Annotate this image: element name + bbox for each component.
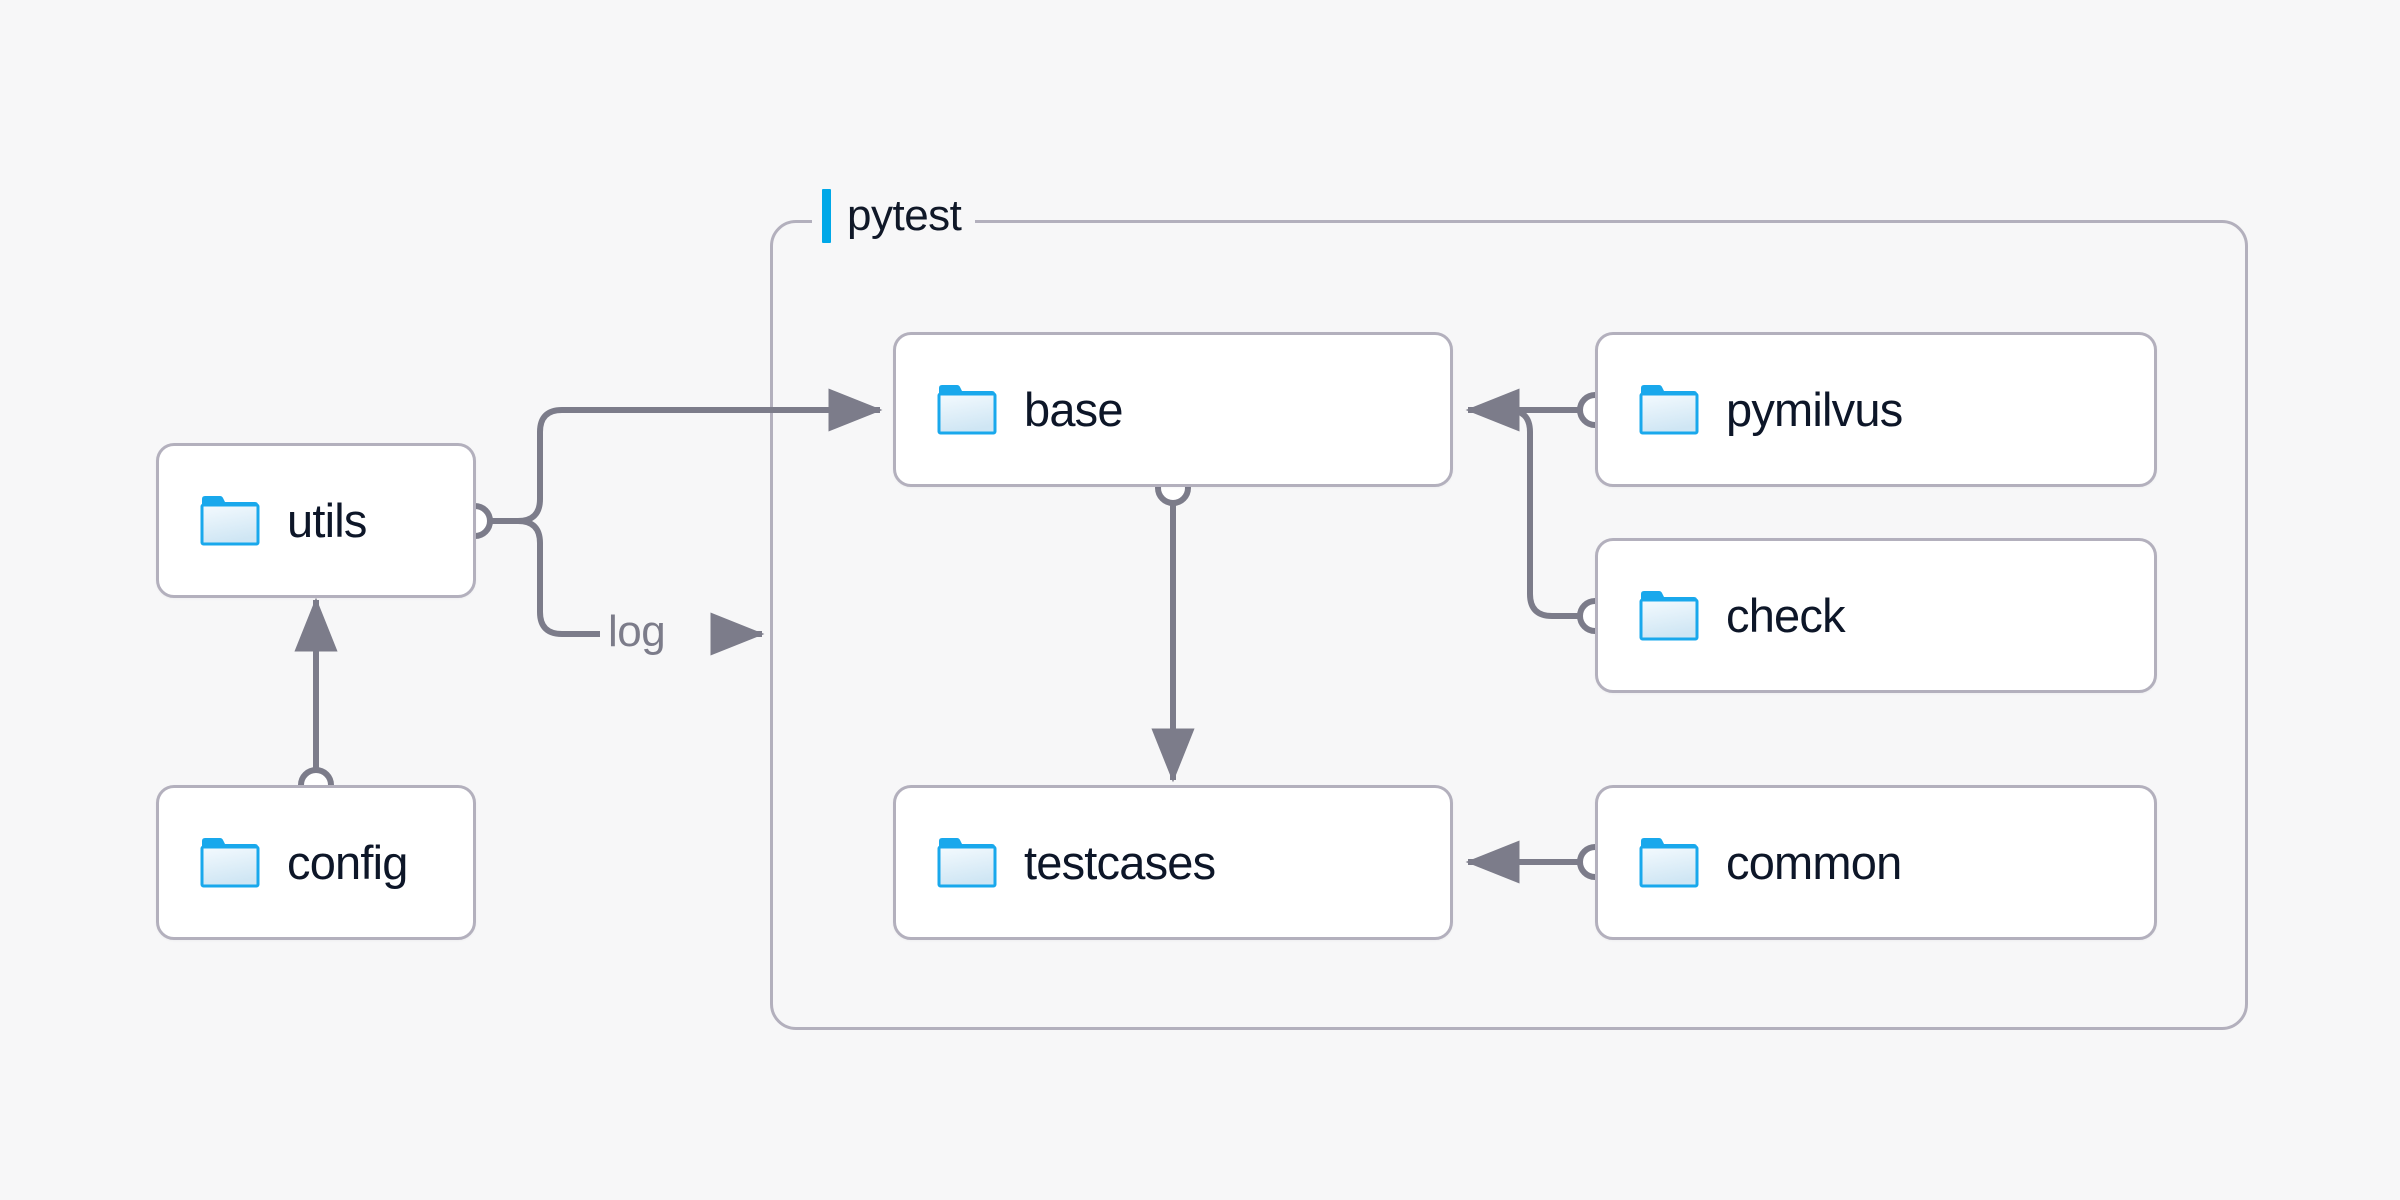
folder-icon (1639, 837, 1699, 887)
folder-icon (200, 495, 260, 545)
folder-icon (1639, 384, 1699, 434)
edge-utils-to-log (490, 518, 600, 637)
pytest-group-title: pytest (847, 191, 962, 240)
node-utils[interactable]: utils (156, 443, 476, 598)
edge-label-log: log (608, 607, 666, 656)
node-label-pymilvus: pymilvus (1726, 383, 1903, 436)
folder-icon (200, 837, 260, 887)
node-label-base: base (1024, 383, 1124, 436)
pytest-group-label: pytest (812, 188, 976, 244)
accent-bar-icon (822, 189, 831, 243)
node-label-utils: utils (287, 494, 367, 547)
pytest-group-container (770, 220, 2248, 1030)
node-label-testcases: testcases (1024, 836, 1216, 889)
node-config[interactable]: config (156, 785, 476, 940)
node-pymilvus[interactable]: pymilvus (1595, 332, 2157, 487)
node-label-common: common (1726, 836, 1902, 889)
node-label-check: check (1726, 589, 1846, 642)
node-common[interactable]: common (1595, 785, 2157, 940)
folder-icon (937, 837, 997, 887)
folder-icon (1639, 590, 1699, 640)
node-testcases[interactable]: testcases (893, 785, 1453, 940)
node-base[interactable]: base (893, 332, 1453, 487)
node-label-config: config (287, 836, 408, 889)
folder-icon (937, 384, 997, 434)
node-check[interactable]: check (1595, 538, 2157, 693)
